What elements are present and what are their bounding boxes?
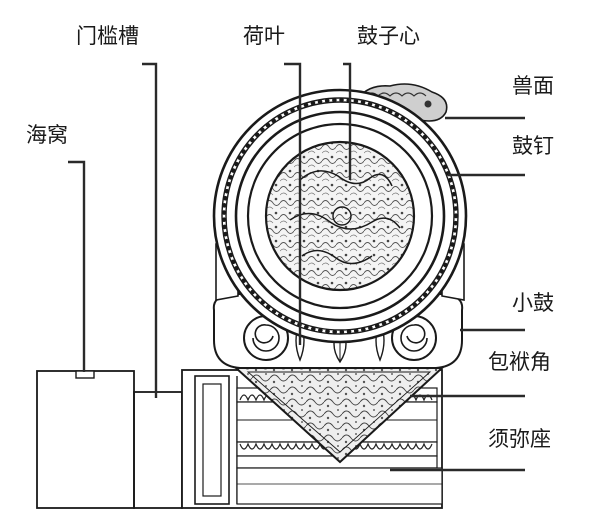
label-guding: 鼓钉 (512, 134, 554, 158)
leader-guzixin (343, 62, 352, 180)
label-baofujiao: 包袱角 (488, 350, 551, 374)
haiwo-block (36, 370, 135, 509)
label-xumizuo: 须弥座 (488, 427, 551, 451)
label-xiaogu: 小鼓 (512, 291, 554, 315)
haiwo-socket (75, 370, 95, 379)
threshold-groove-block (133, 391, 183, 509)
label-guzixin: 鼓子心 (357, 24, 420, 48)
label-haiwo: 海窝 (26, 123, 68, 147)
label-menkancao: 门槛槽 (76, 24, 139, 48)
drum-core (264, 140, 416, 292)
leader-heye (284, 62, 302, 345)
leader-haiwo (68, 160, 86, 372)
labels: 门槛槽 荷叶 鼓子心 兽面 海窝 鼓钉 小鼓 包袱角 须弥座 (26, 24, 554, 451)
leader-menkancao (142, 62, 158, 398)
leader-lines (68, 62, 525, 472)
label-heye: 荷叶 (243, 24, 285, 48)
large-drum (212, 88, 468, 344)
label-shoumian: 兽面 (512, 74, 554, 98)
drum-nail-ring (221, 97, 459, 335)
